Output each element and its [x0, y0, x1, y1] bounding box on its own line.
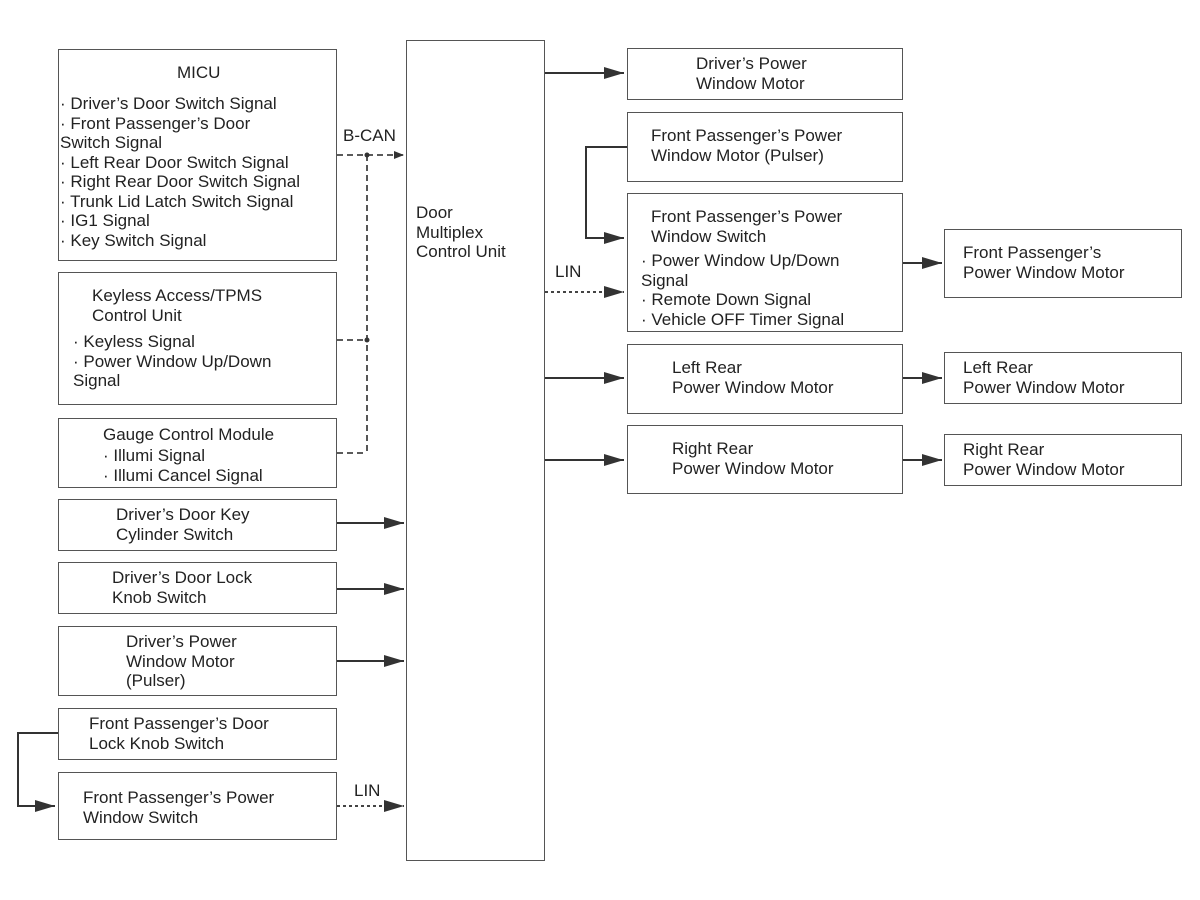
fp-window-switch-left-box: Front Passenger’s Power Window Switch [58, 772, 337, 840]
fp-lock-knob-switch-label: Front Passenger’s Door Lock Knob Switch [89, 714, 269, 753]
driver-window-motor-box: Driver’s Power Window Motor [627, 48, 903, 100]
keyless-signals: · Keyless Signal · Power Window Up/Down … [73, 332, 272, 390]
fp-window-motor-label: Front Passenger’s Power Window Motor [963, 243, 1125, 282]
fp-lock-knob-switch-box: Front Passenger’s Door Lock Knob Switch [58, 708, 337, 760]
fp-window-motor-box: Front Passenger’s Power Window Motor [944, 229, 1182, 298]
lock-knob-switch-label: Driver’s Door Lock Knob Switch [112, 568, 253, 607]
gauge-signals: · Illumi Signal · Illumi Cancel Signal [103, 446, 263, 485]
micu-title: MICU [177, 63, 221, 82]
line-fp-lock-knob-to-switch [17, 732, 58, 812]
key-cylinder-switch-box: Driver’s Door Key Cylinder Switch [58, 499, 337, 551]
fp-window-motor-pulser-label: Front Passenger’s Power Window Motor (Pu… [651, 126, 843, 165]
rr-window-motor-box: Right Rear Power Window Motor [944, 434, 1182, 486]
lock-knob-switch-box: Driver’s Door Lock Knob Switch [58, 562, 337, 614]
fp-window-switch-right-signals: · Power Window Up/Down Signal · Remote D… [641, 251, 845, 329]
lr-window-motor-unit-box: Left Rear Power Window Motor [627, 344, 903, 414]
door-multiplex-control-unit-box: Door Multiplex Control Unit [406, 40, 545, 861]
gauge-box: Gauge Control Module · Illumi Signal · I… [58, 418, 337, 488]
keyless-title: Keyless Access/TPMS Control Unit [92, 286, 263, 325]
key-cylinder-switch-label: Driver’s Door Key Cylinder Switch [116, 505, 250, 544]
driver-motor-pulser-label: Driver’s Power Window Motor (Pulser) [126, 632, 237, 690]
lr-window-motor-label: Left Rear Power Window Motor [963, 358, 1125, 397]
gauge-title: Gauge Control Module [103, 425, 275, 444]
keyless-box: Keyless Access/TPMS Control Unit · Keyle… [58, 272, 337, 405]
rr-window-motor-unit-box: Right Rear Power Window Motor [627, 425, 903, 494]
fp-window-motor-pulser-box: Front Passenger’s Power Window Motor (Pu… [627, 112, 903, 182]
bcan-label: B-CAN [343, 126, 396, 145]
lr-window-motor-box: Left Rear Power Window Motor [944, 352, 1182, 404]
fp-window-switch-left-label: Front Passenger’s Power Window Switch [83, 788, 275, 827]
driver-motor-pulser-box: Driver’s Power Window Motor (Pulser) [58, 626, 337, 696]
micu-box: MICU · Driver’s Door Switch Signal · Fro… [58, 49, 337, 261]
fp-window-switch-right-box: Front Passenger’s Power Window Switch · … [627, 193, 903, 332]
door-multiplex-control-unit-label: Door Multiplex Control Unit [416, 203, 506, 261]
rr-window-motor-label: Right Rear Power Window Motor [963, 440, 1125, 479]
rr-window-motor-unit-label: Right Rear Power Window Motor [672, 439, 834, 478]
line-pulser-to-fp-switch [585, 146, 627, 244]
micu-signals: · Driver’s Door Switch Signal · Front Pa… [60, 94, 300, 250]
bcan-bus [337, 151, 404, 454]
lin-label-bottom: LIN [354, 781, 381, 800]
fp-window-switch-right-title: Front Passenger’s Power Window Switch [651, 207, 843, 246]
driver-window-motor-label: Driver’s Power Window Motor [696, 54, 807, 93]
lin-label-top: LIN [555, 262, 582, 281]
bcan-junction-dots [364, 152, 370, 343]
lr-window-motor-unit-label: Left Rear Power Window Motor [672, 358, 834, 397]
